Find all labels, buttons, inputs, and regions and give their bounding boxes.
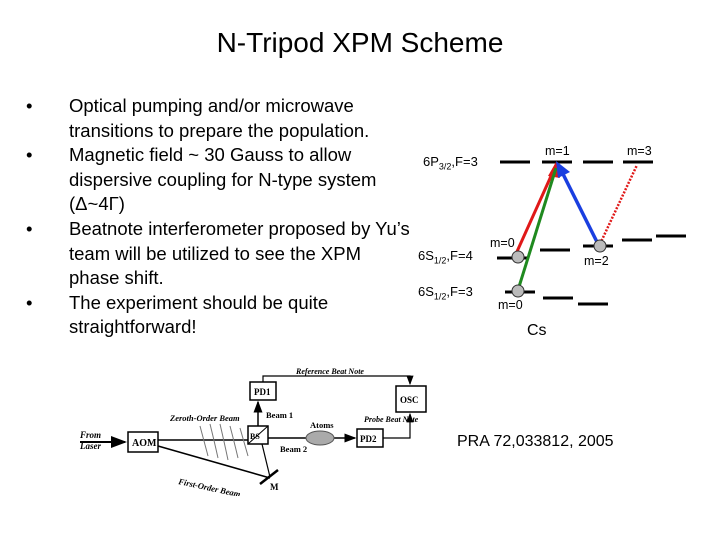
aom-box (127, 431, 159, 453)
reference-beat-label: Reference Beat Note (295, 367, 364, 376)
level-sub: 3/2 (438, 161, 452, 172)
bs-label: BS (250, 432, 260, 441)
laser-label: Laser (79, 441, 101, 451)
reference-beat-line (262, 375, 414, 386)
m-label-m0-upper: m=0 (490, 236, 515, 250)
osc-label: OSC (400, 395, 419, 405)
first-order-beam (157, 445, 271, 479)
reflected-beam (261, 443, 271, 478)
bullet-dot: • (26, 95, 33, 116)
bullet-text: Beatnote interferometer proposed by Yu’s… (69, 217, 410, 289)
level-label-s12f3: 6S1/2,F=3 (418, 284, 473, 302)
aom-label: AOM (132, 438, 157, 449)
mirror-label: M (270, 482, 279, 492)
pd2-label: PD2 (360, 434, 377, 444)
probe-beat-line (383, 412, 414, 439)
pd1-label: PD1 (254, 387, 271, 397)
population-ball (511, 250, 525, 264)
slide-title: N-Tripod XPM Scheme (216, 27, 504, 58)
bullet-text: Magnetic field ~ 30 Gauss to allow dispe… (69, 144, 377, 215)
probe-beat-label: Probe Beat Note (364, 415, 419, 424)
bullet-item: • Beatnote interferometer proposed by Yu’… (26, 217, 416, 291)
atoms-label: Atoms (310, 420, 334, 430)
level-main: 6P (423, 154, 439, 169)
beam-splitter-diagonal (247, 425, 269, 445)
first-order-label: First-Order Beam (177, 476, 242, 496)
bullet-item: • Magnetic field ~ 30 Gauss to allow disp… (26, 143, 416, 217)
red-transition-arrow (513, 164, 558, 257)
level-label-p32: 6P3/2,F=3 (423, 154, 478, 172)
bullet-dot: • (26, 291, 33, 313)
level-main: 6S (418, 284, 434, 299)
level-rest: ,F=3 (451, 154, 478, 169)
zeroth-order-label: Zeroth-Order Beam (169, 413, 240, 423)
m-label-m0-lower: m=0 (498, 298, 523, 312)
bullet-item: • Optical pumping and/or microwave transi… (26, 94, 416, 143)
m-label-m3: m=3 (627, 144, 652, 158)
reference-citation: PRA 72,033812, 2005 (457, 433, 614, 450)
red-dotted-transition (598, 164, 639, 245)
blue-arrowhead (556, 161, 570, 178)
green-transition-arrow (516, 167, 558, 291)
osc-box (395, 385, 427, 413)
population-ball (511, 284, 525, 298)
level-main: 6S (418, 248, 434, 263)
bullet-item: • The experiment should be quite straight… (26, 291, 416, 340)
m-label-m1: m=1 (545, 144, 570, 158)
from-label: From (79, 430, 101, 440)
level-rest: ,F=3 (446, 284, 473, 299)
level-sub: 1/2 (433, 291, 447, 302)
blue-transition-arrow (558, 167, 600, 245)
mirror (259, 469, 279, 485)
beam1-label: Beam 1 (266, 410, 293, 420)
bullet-text: Optical pumping and/or microwave transit… (69, 95, 370, 141)
bullet-text: The experiment should be quite straightf… (69, 291, 329, 338)
level-label-s12f4: 6S1/2,F=4 (418, 248, 473, 266)
population-ball (593, 239, 607, 253)
level-rest: ,F=4 (446, 248, 473, 263)
element-label: Cs (527, 322, 547, 339)
beam2-label: Beam 2 (280, 444, 307, 454)
bullet-dot: • (26, 217, 33, 239)
bullet-list: • Optical pumping and/or microwave transi… (26, 94, 416, 340)
atoms-cloud (305, 430, 335, 446)
wave-pattern (199, 423, 249, 461)
m-label-m2: m=2 (584, 254, 609, 268)
bullet-dot: • (26, 144, 33, 166)
setup-schematic: From Laser AOM Zeroth-Order Beam First-O… (79, 367, 427, 496)
level-sub: 1/2 (433, 255, 447, 266)
